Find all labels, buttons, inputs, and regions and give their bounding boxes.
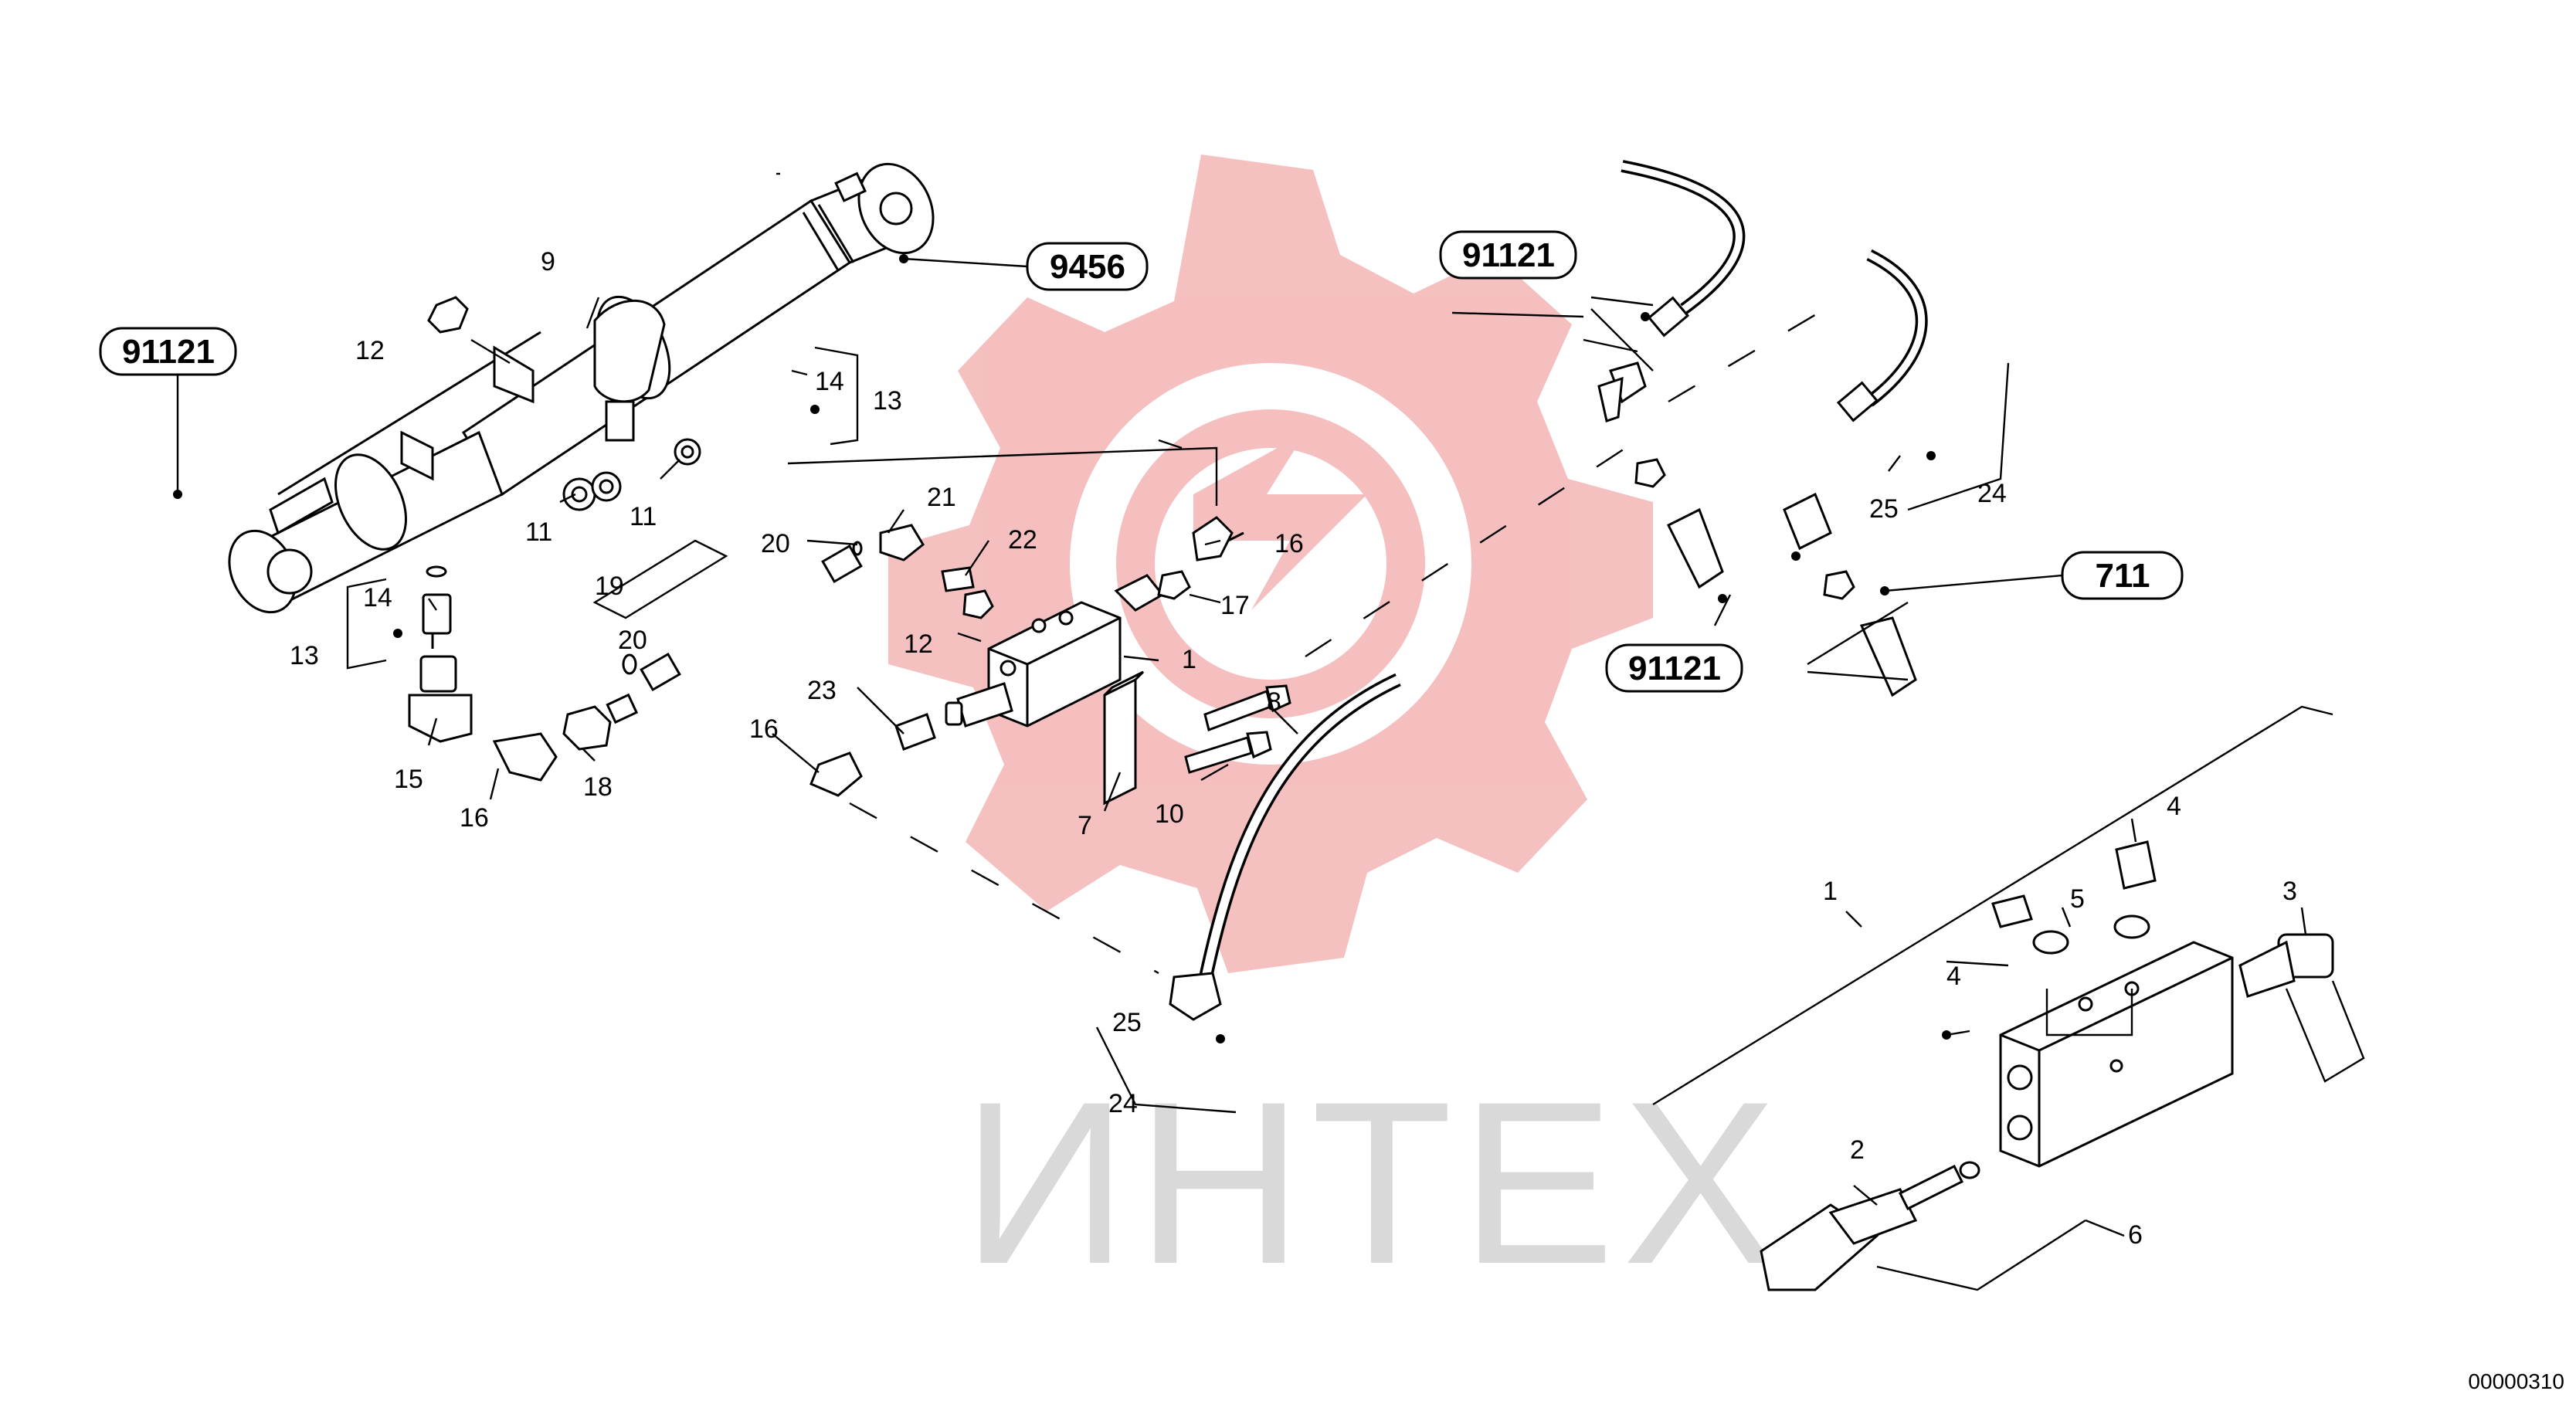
- reference-box-711[interactable]: 711: [2061, 551, 2184, 600]
- part-label: 11: [630, 502, 657, 531]
- svg-text:91121: 91121: [1628, 650, 1721, 687]
- part-label: 11: [525, 517, 552, 547]
- part-label: 15: [394, 765, 423, 794]
- reference-box-91121-left[interactable]: 91121: [99, 327, 237, 376]
- watermark-text: ИНТЕХ: [962, 1053, 1785, 1312]
- reference-box-91121-top[interactable]: 91121: [1439, 230, 1577, 280]
- part-label: 25: [1869, 494, 1899, 524]
- part-label: 17: [1220, 591, 1250, 620]
- part-label: 5: [2070, 884, 2085, 914]
- part-label: 1: [1823, 877, 1838, 906]
- part-label: 14: [815, 367, 844, 396]
- relief-valve-block: [1760, 840, 2334, 1291]
- part-label: 6: [2128, 1220, 2143, 1250]
- part-label: 16: [460, 803, 489, 833]
- watermark-gear-icon: [888, 154, 1653, 973]
- part-label: 7: [1078, 811, 1092, 840]
- top-right-hoses: [1597, 160, 1928, 697]
- svg-text:91121: 91121: [122, 333, 215, 371]
- reference-box-9456[interactable]: 9456: [1026, 242, 1149, 291]
- reference-box-91121-mid[interactable]: 91121: [1605, 643, 1743, 693]
- part-label: 24: [1977, 479, 2007, 508]
- part-label: 14: [363, 583, 392, 612]
- leader-dots: [173, 254, 1951, 1043]
- part-label: 13: [873, 386, 902, 416]
- dashed-assembly-lines: [849, 300, 1839, 975]
- hose-19: [640, 524, 925, 692]
- part-label: 23: [807, 676, 837, 705]
- part-label: 4: [1946, 962, 1961, 991]
- part-label: 19: [595, 572, 624, 601]
- part-label: 9: [541, 247, 555, 277]
- part-label: 8: [1267, 687, 1281, 717]
- part-label: 22: [1008, 525, 1037, 555]
- part-label: 21: [927, 483, 956, 512]
- part-label: 1: [1182, 645, 1196, 674]
- part-label: 4: [2167, 792, 2181, 821]
- svg-text:91121: 91121: [1462, 236, 1555, 274]
- left-fittings: [408, 565, 639, 782]
- part-label: 3: [2282, 877, 2297, 906]
- part-label: 13: [290, 641, 319, 670]
- part-label: 18: [583, 772, 613, 802]
- part-label: 16: [1274, 529, 1304, 558]
- svg-text:9456: 9456: [1050, 248, 1125, 286]
- svg-text:711: 711: [2096, 557, 2150, 595]
- drawing-code: 00000310: [2468, 1369, 2564, 1393]
- part-label: 2: [1850, 1135, 1865, 1165]
- part-label: 12: [904, 629, 933, 659]
- part-label: 20: [618, 626, 647, 655]
- hydraulic-cylinder: [228, 162, 935, 614]
- long-hose-centre: [1169, 673, 1401, 1021]
- part-label: 10: [1155, 799, 1184, 829]
- part-label: 12: [355, 336, 385, 365]
- part-label: 25: [1112, 1008, 1142, 1037]
- part-label: 20: [761, 529, 790, 558]
- centre-valve-block: [809, 516, 1291, 806]
- part-label: 16: [749, 714, 779, 744]
- leader-lines: [176, 172, 2365, 1291]
- part-label: 24: [1108, 1089, 1138, 1118]
- part-labels: 9 12 14 13 11 11 14 13 15 16 18 19 20 20…: [290, 247, 2297, 1250]
